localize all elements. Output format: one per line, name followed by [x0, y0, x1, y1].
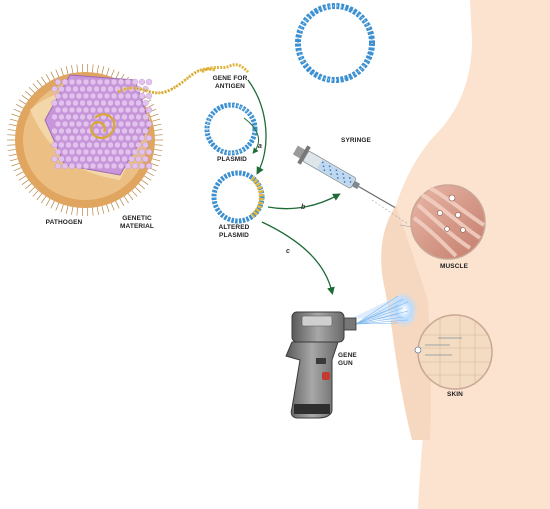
pathogen-icon — [7, 64, 163, 216]
step-label-a: a — [258, 143, 262, 150]
arrow-c — [261, 221, 335, 296]
body-silhouette — [391, 0, 550, 509]
arrow-a — [247, 79, 267, 175]
step-label-c: c — [286, 248, 290, 255]
label-pathogen: PATHOGEN — [45, 219, 83, 226]
label-syringe: SYRINGE — [341, 137, 371, 144]
spray-effect — [352, 292, 418, 328]
arrow-plasmid-to-altered — [243, 117, 260, 154]
gene-strand-helix — [117, 68, 216, 94]
gene-gun-icon — [285, 311, 357, 419]
label-genetic-material: GENETIC MATERIAL — [120, 215, 154, 230]
large-plasmid-icon — [295, 3, 375, 83]
label-gene-gun: GENE GUN — [338, 352, 357, 367]
plasmid-icon — [204, 102, 258, 156]
label-skin: SKIN — [447, 391, 463, 398]
label-plasmid: PLASMID — [217, 156, 247, 163]
altered-plasmid-icon — [211, 170, 265, 224]
step-label-b: b — [301, 204, 306, 211]
skin-inset — [414, 314, 493, 390]
label-gene-for-antigen: GENE FOR ANTIGEN — [212, 75, 248, 90]
antigen-gene-strand — [201, 63, 250, 74]
needle-trail — [371, 199, 409, 225]
syringe-icon — [292, 145, 396, 209]
label-altered-plasmid: ALTERED PLASMID — [218, 224, 250, 239]
muscle-inset — [399, 184, 486, 260]
label-muscle: MUSCLE — [439, 263, 469, 270]
arrow-b — [267, 193, 341, 210]
